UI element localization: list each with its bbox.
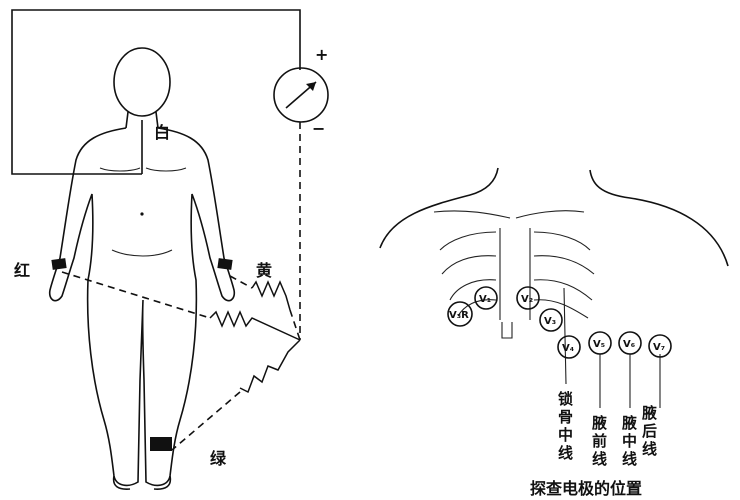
label-green: 绿 <box>210 449 227 468</box>
label-mid-clavicular-4: 线 <box>558 444 573 462</box>
label-posterior-axillary-3: 线 <box>642 440 657 458</box>
electrode-v5: V₅ <box>593 339 605 350</box>
electrode-v3r: V₃R <box>449 310 469 321</box>
electrode-v3: V₃ <box>544 316 556 327</box>
electrode-v1: V₁ <box>479 294 491 305</box>
label-mid-axillary-2: 中 <box>622 432 637 450</box>
label-yellow: 黄 <box>256 261 272 280</box>
caption: 探查电极的位置 <box>530 479 642 498</box>
meter-minus-label: − <box>312 119 325 138</box>
meter-plus-label: + <box>315 45 328 64</box>
electrode-markers: V₁ V₂ V₃R V₃ V₄ V₅ V₆ V₇ <box>448 287 671 358</box>
label-mid-clavicular-2: 骨 <box>558 408 573 426</box>
label-red: 红 <box>14 261 30 280</box>
electrode-v7: V₇ <box>653 342 665 353</box>
label-anterior-axillary-3: 线 <box>592 450 607 468</box>
label-posterior-axillary-1: 腋 <box>642 404 657 422</box>
label-anterior-axillary-1: 腋 <box>592 414 607 432</box>
label-anterior-axillary-2: 前 <box>592 432 607 450</box>
label-posterior-axillary-2: 后 <box>642 422 657 440</box>
electrode-v6: V₆ <box>623 339 635 350</box>
lead-wires <box>62 122 300 450</box>
ankle-band <box>150 437 172 451</box>
body-figure <box>50 48 235 489</box>
circuit-wire <box>12 10 300 174</box>
head <box>114 48 170 116</box>
electrode-v4: V₄ <box>562 343 574 354</box>
label-white: 白 <box>154 123 170 142</box>
right-wrist-band <box>51 258 66 270</box>
label-mid-clavicular-3: 中 <box>558 426 573 444</box>
label-mid-axillary-1: 腋 <box>622 414 637 432</box>
electrode-v2: V₂ <box>521 294 533 305</box>
left-wrist-band <box>217 258 232 270</box>
galvanometer: + − <box>274 45 328 138</box>
label-mid-axillary-3: 线 <box>622 450 637 468</box>
chest-figure <box>380 168 728 408</box>
chest-line-labels: 锁 骨 中 线 腋 前 线 腋 中 线 腋 后 线 <box>558 390 657 468</box>
body-outline <box>50 128 235 485</box>
label-mid-clavicular-1: 锁 <box>558 390 573 408</box>
